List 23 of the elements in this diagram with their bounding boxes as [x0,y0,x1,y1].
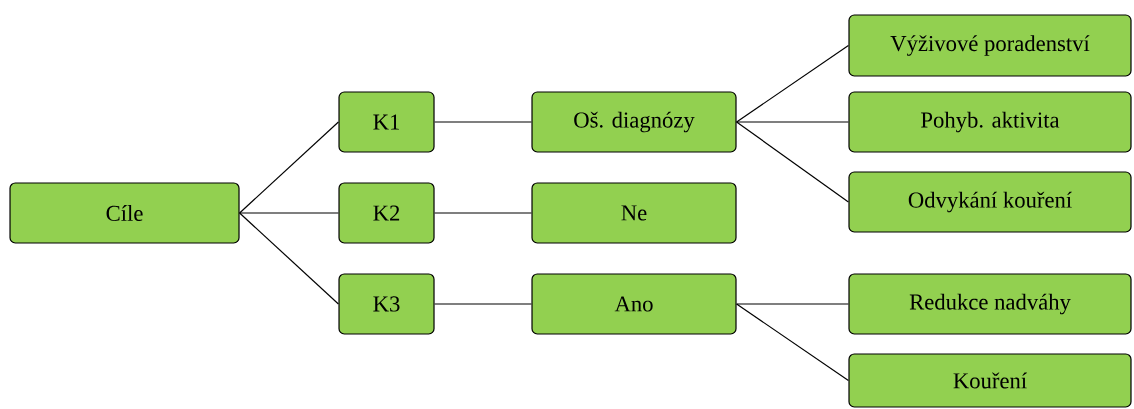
process-box: Ano [531,273,737,335]
process-box: Pohyb. aktivita [848,91,1132,153]
connector-line [434,121,532,123]
process-box: Redukce nadváhy [848,273,1132,335]
connector-line [239,121,340,214]
process-box: Odvykání kouření [848,171,1132,233]
connector-line [736,44,849,123]
connector-line [434,303,532,305]
process-box: K3 [338,273,435,335]
connector-line [239,212,340,214]
process-box: Výživové poradenství [848,14,1132,77]
process-box: Oš. diagnózy [531,91,737,153]
connector-line [239,212,340,305]
process-box: K2 [338,182,435,244]
process-box: K1 [338,91,435,153]
connector-line [434,212,532,214]
process-box: Ne [531,182,737,244]
process-box: Kouření [848,353,1132,408]
connector-line [736,121,849,203]
connector-line [736,303,849,382]
connector-line [736,121,849,123]
connector-line [736,303,849,305]
process-box: Cíle [9,182,240,244]
